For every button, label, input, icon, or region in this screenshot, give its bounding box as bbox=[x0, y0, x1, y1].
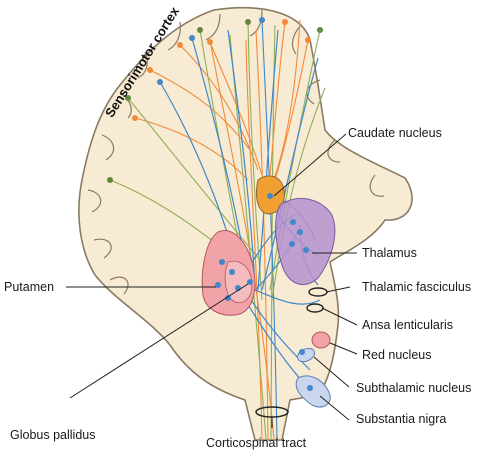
substantia-nigra-label: Substantia nigra bbox=[356, 412, 446, 426]
ansa-lenticularis-label: Ansa lenticularis bbox=[362, 318, 453, 332]
thalamus-label: Thalamus bbox=[362, 246, 417, 260]
red-nucleus-label: Red nucleus bbox=[362, 348, 432, 362]
corticospinal-tract-label: Corticospinal tract bbox=[206, 436, 306, 450]
caudate-nucleus-label: Caudate nucleus bbox=[348, 126, 442, 140]
red-nucleus bbox=[312, 332, 330, 348]
thalamic-fasciculus-label: Thalamic fasciculus bbox=[362, 280, 471, 294]
globus-pallidus-label: Globus pallidus bbox=[10, 428, 95, 442]
subthalamic-nucleus-label: Subthalamic nucleus bbox=[356, 381, 471, 395]
putamen-label: Putamen bbox=[4, 280, 54, 294]
